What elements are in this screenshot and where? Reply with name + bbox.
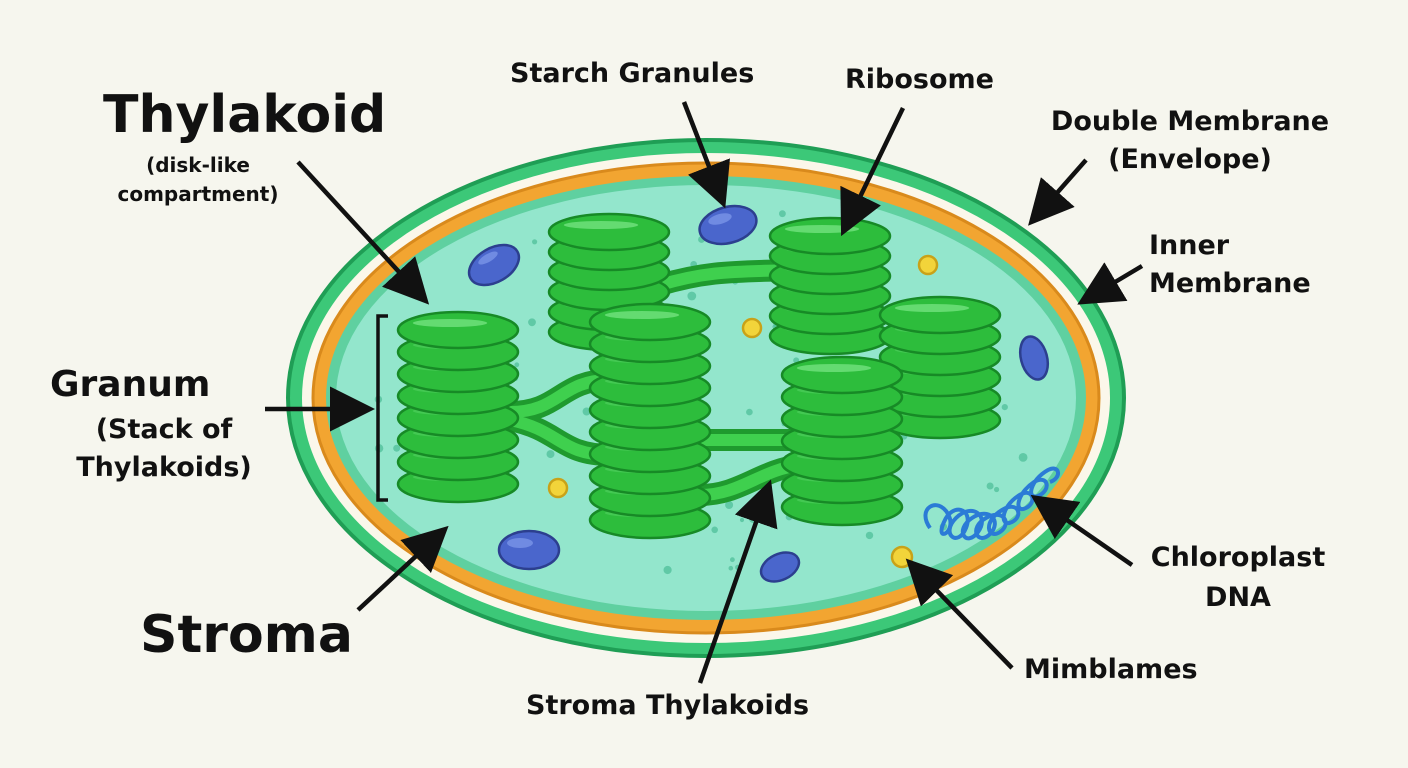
granum-bracket bbox=[376, 314, 388, 502]
thylakoid-disk bbox=[878, 295, 1002, 335]
mimblames-arrow bbox=[905, 558, 1014, 670]
starch-granules-arrow bbox=[681, 101, 730, 209]
starch-granule bbox=[1018, 335, 1050, 381]
granum-right bbox=[878, 295, 1002, 440]
stroma-arrow bbox=[356, 525, 449, 612]
thylakoid-label: Thylakoid bbox=[103, 85, 387, 145]
ribosome bbox=[741, 317, 763, 339]
ribosomes-group bbox=[547, 254, 939, 569]
chloroplast-dna-label-line-1: Chloroplast bbox=[1150, 542, 1326, 573]
granum-center-right bbox=[780, 355, 904, 527]
grana-group bbox=[396, 212, 1002, 540]
thylakoid-arrow bbox=[296, 160, 430, 305]
ribosome bbox=[917, 254, 939, 276]
thylakoid-disk bbox=[547, 212, 671, 252]
granum-top-right bbox=[768, 216, 892, 356]
mimblames-label: Mimblames bbox=[1024, 654, 1198, 685]
stroma-thylakoids-label: Stroma Thylakoids bbox=[526, 690, 810, 721]
double-membrane-label-line-1: Double Membrane bbox=[1050, 106, 1330, 137]
thylakoid-disk bbox=[780, 355, 904, 395]
inner-membrane-label-line-1: Inner bbox=[1149, 230, 1230, 261]
starch-granule bbox=[497, 529, 561, 571]
chloroplast-dna-label-line-2: DNA bbox=[1205, 582, 1271, 613]
stroma-label: Stroma bbox=[140, 605, 353, 665]
chloroplast-dna-arrow bbox=[1030, 494, 1134, 567]
starch-granules-label: Starch Granules bbox=[510, 58, 755, 89]
thylakoid-disk bbox=[588, 302, 712, 342]
starch-granule bbox=[467, 243, 521, 287]
thylakoid-disk bbox=[768, 216, 892, 256]
granum-left bbox=[396, 310, 520, 504]
leader-arrows bbox=[265, 101, 1144, 684]
stroma-thylakoids-arrow bbox=[697, 479, 778, 684]
double-membrane-label-line-2: (Envelope) bbox=[1108, 144, 1272, 175]
granum-note-line-2: Thylakoids) bbox=[76, 452, 252, 483]
inner-membrane-arrow bbox=[1077, 262, 1144, 305]
granum-center bbox=[588, 302, 712, 540]
granum-top-center bbox=[547, 212, 671, 352]
inner-membrane-label-line-2: Membrane bbox=[1149, 268, 1311, 299]
thylakoid-note-line-1: (disk-like bbox=[146, 153, 250, 177]
granum-label: Granum bbox=[50, 364, 211, 405]
chloroplast-dna bbox=[923, 466, 1060, 541]
starch-granules-group bbox=[467, 204, 1050, 583]
granum-note-line-1: (Stack of bbox=[95, 414, 233, 445]
ribosome bbox=[547, 477, 569, 499]
ribosome-label: Ribosome bbox=[845, 64, 994, 95]
thylakoid-disk bbox=[396, 310, 520, 350]
starch-granule bbox=[759, 551, 801, 583]
starch-granule-shine bbox=[478, 213, 732, 548]
ribosome-arrow bbox=[840, 107, 906, 237]
thylakoid-note-line-2: compartment) bbox=[117, 182, 279, 206]
ribosome bbox=[890, 545, 914, 569]
double-membrane-arrow bbox=[1028, 158, 1088, 226]
